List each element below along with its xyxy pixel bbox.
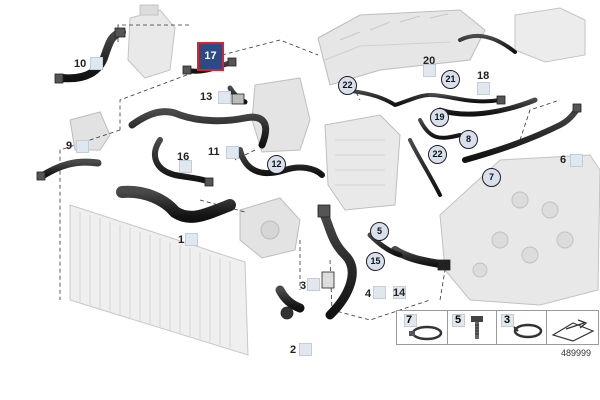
hose-9 xyxy=(38,158,102,180)
legend-5-label: 5 xyxy=(455,314,462,326)
legend-cell-3[interactable]: 3 xyxy=(496,311,547,344)
hose-2 xyxy=(275,285,305,313)
callout-22a-circle: 22 xyxy=(338,76,357,95)
engine-block-lower xyxy=(439,154,600,306)
callout-22b-circle: 22 xyxy=(428,145,447,164)
hose-6 xyxy=(462,105,581,163)
callout-9: 9 xyxy=(66,140,73,152)
callout-10: 10 xyxy=(74,58,87,70)
hose-22a xyxy=(343,88,432,107)
legend-3-label: 3 xyxy=(504,314,511,326)
expansion-tank-left xyxy=(127,4,176,79)
callout-21-circle: 21 xyxy=(441,70,460,89)
legend-3-box xyxy=(501,314,514,327)
legend-cell-5[interactable]: 5 xyxy=(447,311,497,344)
cylinder-head-top xyxy=(317,9,486,86)
callout-19-circle: 19 xyxy=(430,108,449,127)
hose-10 xyxy=(58,28,126,83)
hose-18 xyxy=(437,97,538,117)
callout-16-box xyxy=(179,160,192,173)
hose-16 xyxy=(152,137,213,185)
hose-top xyxy=(458,33,517,54)
callout-2: 2 xyxy=(290,344,297,356)
callout-11-box xyxy=(226,146,239,159)
callout-8-circle: 8 xyxy=(459,130,478,149)
callout-15-circle: 15 xyxy=(366,252,385,271)
expansion-tank-right xyxy=(514,7,586,63)
callout-2-box xyxy=(299,343,312,356)
legend-7-label: 7 xyxy=(406,314,413,326)
thermostat-housing xyxy=(239,197,301,259)
hose-14 xyxy=(391,246,449,269)
callout-4-box xyxy=(373,286,386,299)
callout-7-circle: 7 xyxy=(482,168,501,187)
callout-4: 4 xyxy=(365,288,372,300)
callout-10-box xyxy=(90,57,103,70)
radiator xyxy=(69,204,249,356)
callout-14: 14 xyxy=(393,287,406,299)
hose-4 xyxy=(317,205,357,320)
callout-18: 18 xyxy=(477,70,490,82)
hose-19 xyxy=(418,118,462,140)
callout-12-circle: 12 xyxy=(267,155,286,174)
hose-11 xyxy=(128,108,270,149)
callout-13-box xyxy=(218,91,231,104)
bolt-icon xyxy=(471,316,483,339)
hose-12 xyxy=(237,147,325,178)
hose-clamp-icon xyxy=(409,325,443,341)
callout-3: 3 xyxy=(300,280,307,292)
callout-1-box xyxy=(185,233,198,246)
callout-17-highlighted[interactable]: 17 xyxy=(197,42,224,71)
callout-5-circle: 5 xyxy=(370,222,389,241)
parts-legend: 7 5 3 xyxy=(396,310,599,345)
legend-cell-arrow xyxy=(546,311,598,344)
callout-20-box xyxy=(423,64,436,77)
callout-14-box xyxy=(393,286,406,299)
hose-22b xyxy=(408,138,442,197)
callout-13: 13 xyxy=(200,91,213,103)
callout-6-box xyxy=(570,154,583,167)
callout-16: 16 xyxy=(177,151,190,163)
callout-3-box xyxy=(307,278,320,291)
callout-1: 1 xyxy=(178,234,185,246)
hose-21 xyxy=(428,93,502,104)
callout-6: 6 xyxy=(560,154,567,166)
callout-9-box xyxy=(76,140,89,153)
hose-1 xyxy=(116,185,236,223)
legend-5-box xyxy=(452,314,465,327)
callout-20: 20 xyxy=(423,55,436,67)
document-number: 489999 xyxy=(561,348,592,358)
fittings xyxy=(36,27,582,320)
page-arrow-icon xyxy=(551,319,595,342)
spring-clamp-icon xyxy=(513,323,543,339)
legend-7-box xyxy=(404,314,417,327)
callout-11: 11 xyxy=(208,146,220,158)
legend-cell-7[interactable]: 7 xyxy=(397,311,448,344)
callout-18-box xyxy=(477,82,490,95)
